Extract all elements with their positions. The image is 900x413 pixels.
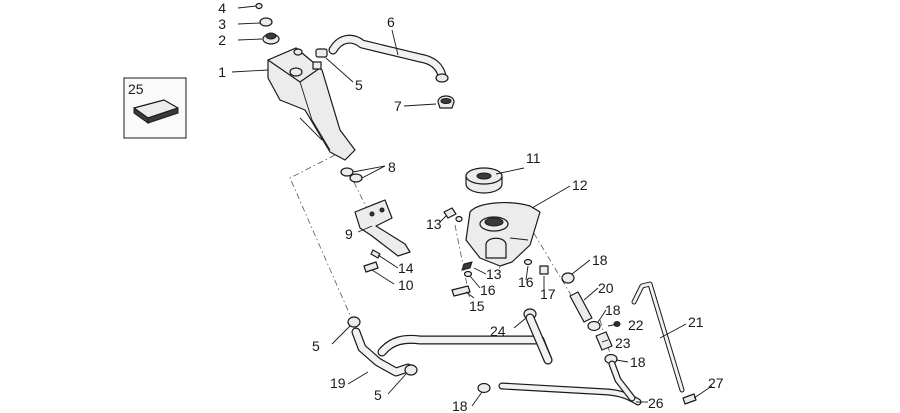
label-part-24: 26 <box>648 395 664 411</box>
part-19-lower-hose <box>351 313 553 377</box>
label-part-9: 9 <box>345 226 353 242</box>
label-part-10: 10 <box>398 277 414 293</box>
label-part-23: 23 <box>615 335 631 351</box>
label-part-22: 22 <box>628 317 644 333</box>
label-part-16-b: 16 <box>518 274 534 290</box>
part-14-screw <box>370 249 381 259</box>
part-3-washer <box>259 17 273 27</box>
part-5-clamp-low <box>404 364 418 376</box>
label-part-15: 15 <box>469 298 485 314</box>
label-part-18-b: 18 <box>605 302 621 318</box>
part-15-screw <box>451 285 471 297</box>
label-part-18-a: 18 <box>592 252 608 268</box>
label-part-8: 8 <box>388 159 396 175</box>
part-18-clamp-b <box>587 320 601 332</box>
part-27-plug <box>682 393 697 405</box>
label-part-2: 2 <box>218 32 226 48</box>
part-6-upper-hose <box>328 34 449 83</box>
part-7-clamp <box>437 95 455 109</box>
part-2-cap <box>262 32 280 45</box>
label-part-14: 14 <box>398 260 414 276</box>
part-5-clamp-top <box>315 48 328 58</box>
part-18-clamp-a <box>561 272 575 284</box>
label-part-6: 6 <box>387 14 395 30</box>
label-part-5-top: 5 <box>355 77 363 93</box>
leader-lines <box>231 5 713 407</box>
label-part-20: 20 <box>598 280 614 296</box>
part-9-bracket <box>354 199 411 257</box>
part-13-screw-a <box>443 207 463 223</box>
label-part-4: 4 <box>218 0 226 16</box>
label-part-1: 1 <box>218 64 226 80</box>
label-part-18-c: 18 <box>630 354 646 370</box>
label-part-11: 11 <box>526 150 541 166</box>
label-part-13-a: 13 <box>426 216 442 232</box>
part-11-filler-cap <box>465 167 503 194</box>
label-part-19: 19 <box>330 375 346 391</box>
label-part-26: 24 <box>490 323 506 339</box>
part-18-clamp-d <box>477 382 491 394</box>
part-13-screw-b <box>461 261 473 271</box>
part-17-screw <box>539 265 549 275</box>
label-part-5-low: 5 <box>374 387 382 403</box>
label-part-7: 7 <box>394 98 402 114</box>
label-part-21: 21 <box>688 314 704 330</box>
part-16-nut-b <box>523 258 533 266</box>
label-part-17: 17 <box>540 286 556 302</box>
part-16-nut-a <box>463 270 473 278</box>
part-20-tube <box>569 291 593 323</box>
part-5-clamp-mid <box>347 316 361 328</box>
part-labels: 4 3 2 1 25 6 5 7 8 9 14 10 11 12 13 13 1… <box>128 0 724 413</box>
part-12-expansion-tank <box>465 202 541 267</box>
part-10-screw <box>363 261 379 273</box>
label-part-25: 25 <box>128 81 144 97</box>
label-part-12: 12 <box>572 177 588 193</box>
part-4-screw <box>255 2 263 10</box>
label-part-3: 3 <box>218 16 226 32</box>
label-part-13-b: 13 <box>486 266 502 282</box>
part-8-grommets <box>340 167 363 183</box>
part-25-box <box>123 77 187 139</box>
label-part-16-a: 16 <box>480 282 496 298</box>
label-part-5-mid: 5 <box>312 338 320 354</box>
label-part-27: 27 <box>708 375 724 391</box>
part-24-long-hose <box>498 360 642 406</box>
part-1-reservoir <box>267 47 356 161</box>
part-21-overflow-tube <box>631 281 685 393</box>
label-part-18-d: 18 <box>452 398 468 413</box>
